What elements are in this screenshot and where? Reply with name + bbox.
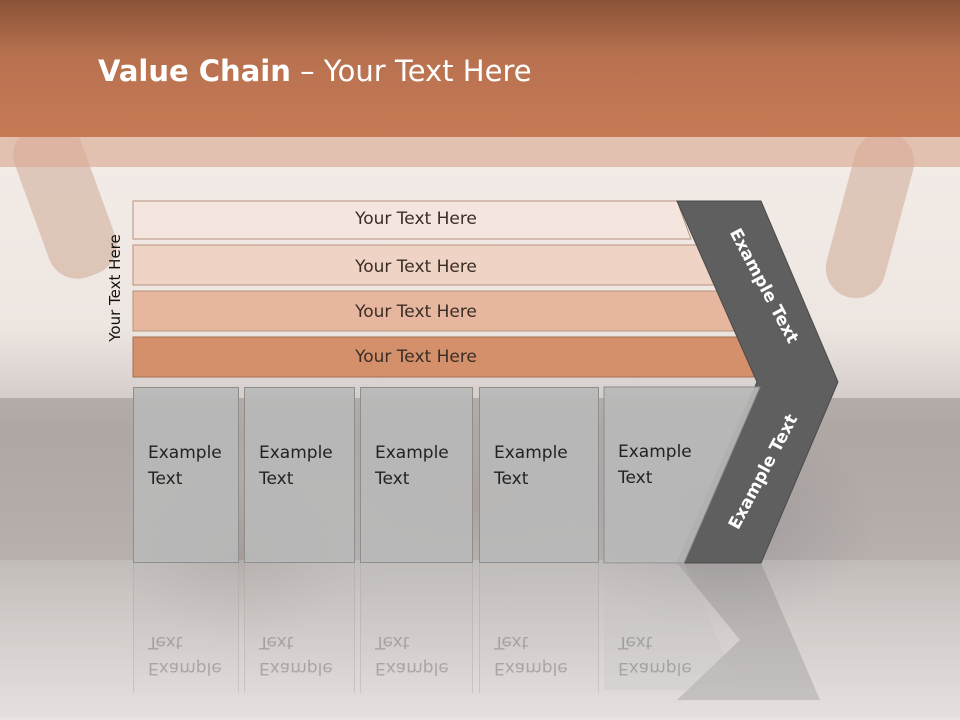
slide-title-bold: Value Chain — [98, 54, 291, 88]
last-box-shape — [603, 386, 761, 564]
slide-title: Value Chain – Your Text Here — [98, 54, 532, 88]
bar-shape-1 — [132, 200, 692, 240]
last-box-reflection — [604, 563, 740, 690]
bar-label-1: Your Text Here — [355, 209, 477, 229]
header-accent-band — [0, 137, 960, 167]
title-header-band — [0, 0, 960, 137]
chevron-reflection — [677, 563, 820, 700]
slide-title-rest: – Your Text Here — [290, 54, 532, 88]
bar-label-3: Your Text Here — [355, 302, 477, 322]
background-fade — [0, 560, 960, 720]
bar-label-2: Your Text Here — [355, 257, 477, 277]
bar-label-4: Your Text Here — [355, 347, 477, 367]
